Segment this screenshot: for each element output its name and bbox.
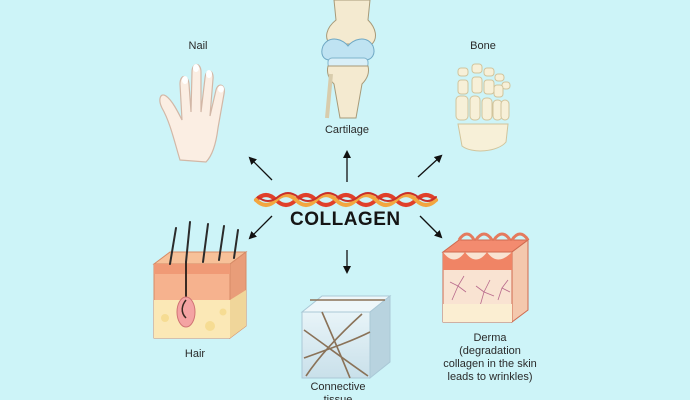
derma-label: Derma (degradation collagen in the skin … [430, 332, 550, 384]
hand-icon [159, 63, 225, 163]
bone-label: Bone [470, 40, 496, 52]
derma-label-line4: leads to wrinkles) [447, 371, 533, 383]
foot-bones-icon [455, 63, 511, 152]
hair-label: Hair [184, 348, 206, 360]
knee-joint-icon [321, 0, 376, 119]
hair-skin-icon [152, 221, 248, 339]
collagen-title: COLLAGEN [290, 209, 401, 230]
arrow-to-derma [419, 215, 443, 239]
collagen-fiber-icon [254, 192, 438, 207]
arrow-to-bone [417, 154, 443, 178]
connective-tissue-cube-icon [300, 294, 392, 380]
cartilage-label: Cartilage [324, 124, 370, 136]
arrow-to-hair [248, 215, 273, 240]
arrows [248, 150, 443, 274]
derma-label-line3: collagen in the skin [443, 358, 537, 370]
nail-label: Nail [188, 40, 208, 52]
derma-skin-icon [441, 232, 530, 323]
connective-tissue-label: Connective tissue [310, 381, 366, 400]
derma-label-line2: (degradation [459, 345, 521, 357]
arrow-to-nail [248, 156, 273, 181]
derma-label-line1: Derma [473, 332, 507, 344]
